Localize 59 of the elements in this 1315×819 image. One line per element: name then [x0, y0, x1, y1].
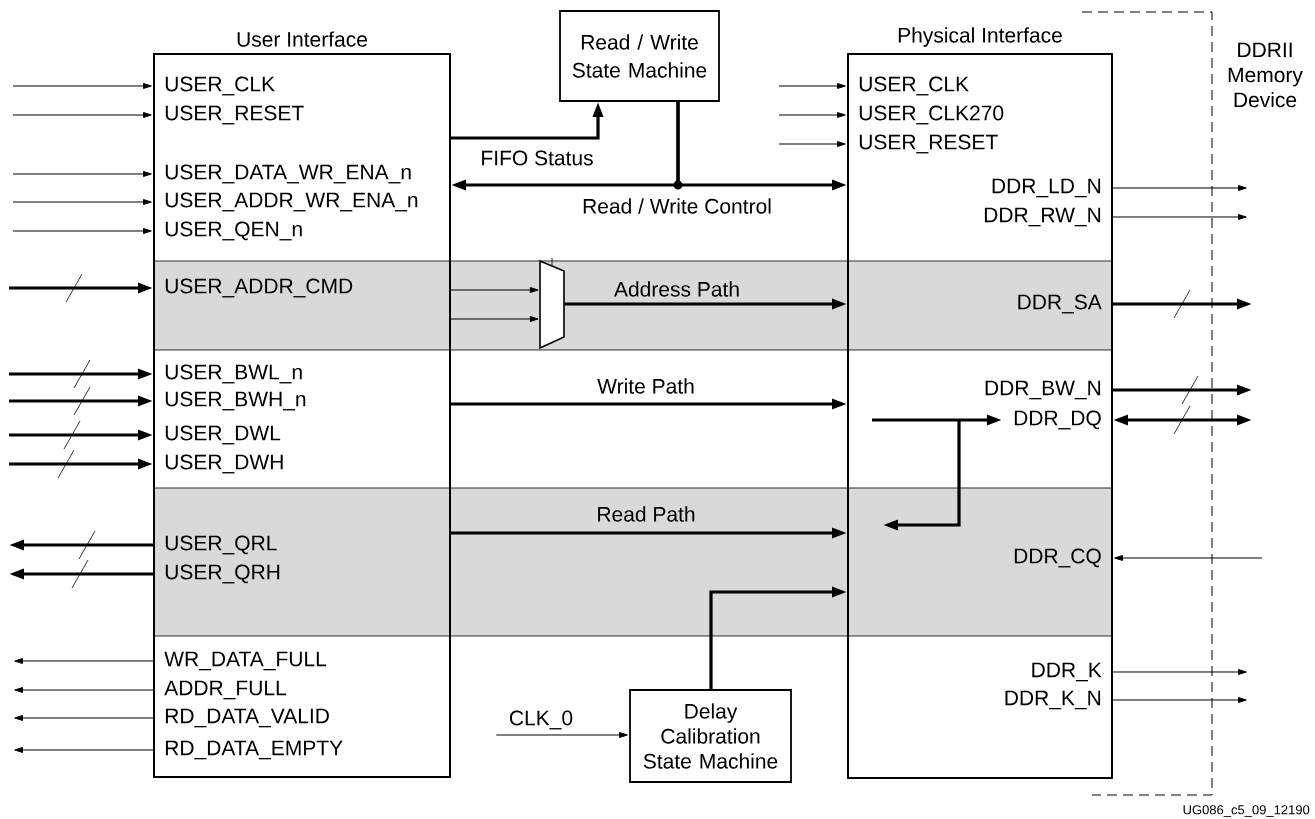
signal-name: USER_CLK	[165, 76, 275, 96]
signal-name: USER_RESET	[165, 105, 304, 125]
signal-name: USER_QRH	[165, 564, 280, 584]
signal-name: WR_DATA_FULL	[164, 651, 327, 671]
signal-name: DDR_DQ	[1014, 410, 1101, 430]
signal-name: RD_DATA_VALID	[165, 708, 329, 728]
arrow	[778, 83, 846, 89]
arrow	[1112, 214, 1247, 220]
signal-name: DDR_K	[1032, 662, 1102, 682]
signal-name: USER_ADDR_CMD	[165, 278, 353, 298]
arrow	[12, 83, 152, 89]
arrow	[1114, 555, 1263, 561]
device-label: DDRII Memory Device	[1228, 42, 1303, 108]
arrow	[778, 112, 846, 118]
signal-name: DDR_SA	[1018, 294, 1102, 314]
arrow	[450, 287, 539, 293]
edge-label: Write Path	[597, 378, 694, 394]
signal-name: DDR_K_N	[1005, 690, 1101, 710]
signal-name: USER_DWH	[165, 454, 283, 474]
arrow	[14, 715, 154, 721]
node-label: Physical Interface	[898, 27, 1062, 47]
signal-name: DDR_RW_N	[984, 207, 1101, 227]
arrow	[14, 747, 154, 753]
signal-name: USER_RESET	[859, 134, 998, 154]
signal-name: USER_DATA_WR_ENA_n	[165, 164, 411, 184]
edge-label: Address Path	[614, 281, 739, 297]
signal-name: DDR_BW_N	[985, 380, 1101, 400]
signal-name: DDR_LD_N	[992, 178, 1101, 198]
signal-name: USER_QEN_n	[165, 221, 302, 241]
signal-name: DDR_CQ	[1014, 548, 1101, 568]
edge-label: Read / Write Control	[583, 198, 771, 214]
edge-label: FIFO Status	[482, 150, 593, 166]
signal-name: USER_QRL	[165, 535, 277, 555]
signal-name: USER_CLK	[859, 76, 969, 96]
signal-name: CLK_0	[509, 710, 573, 730]
arrow	[14, 658, 154, 664]
arrow	[14, 687, 154, 693]
signal-name: USER_CLK270	[859, 105, 1004, 125]
arrow	[1112, 669, 1247, 675]
signal-name: USER_BWH_n	[165, 391, 306, 411]
arrow	[778, 141, 846, 147]
signal-name: USER_ADDR_WR_ENA_n	[165, 192, 418, 212]
signal-name: USER_DWL	[165, 425, 281, 445]
node-label: User Interface	[237, 31, 367, 47]
arrow	[12, 199, 152, 205]
edge-label: Read Path	[598, 506, 695, 522]
signal-name: ADDR_FULL	[164, 680, 286, 700]
arrow	[1112, 697, 1247, 703]
arrow	[1112, 185, 1247, 191]
state-machine-box: Delay Calibration State Machine	[629, 689, 792, 783]
signal-name: RD_DATA_EMPTY	[165, 740, 343, 760]
state-machine-box: Read / Write State Machine	[559, 10, 720, 102]
arrow	[12, 171, 152, 177]
signal-name: USER_BWL_n	[165, 364, 302, 384]
arrow	[12, 228, 152, 234]
arrow	[495, 732, 628, 738]
arrow	[12, 112, 152, 118]
arrow	[450, 316, 539, 322]
figure-id: UG086_c5_09_12190	[1183, 805, 1310, 817]
